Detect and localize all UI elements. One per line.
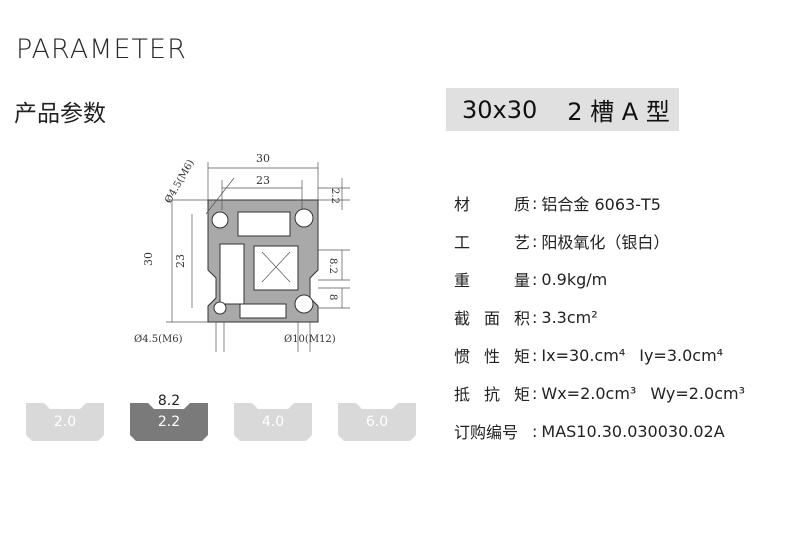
spec-separator: : xyxy=(532,345,538,365)
spec-row-weight: 重量 : 0.9kg/m xyxy=(454,260,745,298)
spec-separator: : xyxy=(532,193,538,213)
spec-row-order-code: 订购编号 : MAS10.30.030030.02A xyxy=(454,412,745,450)
slot-top-value: 10.2 xyxy=(361,393,393,409)
hole-top-left xyxy=(211,211,229,229)
hole-top-right xyxy=(294,208,314,228)
spec-label: 订购编号 xyxy=(454,423,519,442)
slot-bottom-value: 6.0 xyxy=(365,414,389,430)
spec-row-modulus: 抵抗矩 : Wx=2.0cm³ Wy=2.0cm³ xyxy=(454,374,745,412)
slot-shape xyxy=(338,403,416,441)
spec-row-area: 截面积 : 3.3cm² xyxy=(454,298,745,336)
dim-height-inner: 23 xyxy=(174,254,187,268)
spec-label: 工艺 xyxy=(454,233,530,252)
page-heading: PARAMETER xyxy=(16,34,187,65)
profile-diagram: 30 23 2.2 30 23 8.2 8 Ø4.5(M6) Ø4.5(M6) … xyxy=(126,148,366,358)
slot-option: 6.2 2.0 xyxy=(26,393,104,441)
hole-bottom-right xyxy=(294,294,314,314)
slot-top-value: 10.2 xyxy=(257,393,289,409)
spec-row-material: 材质 : 铝合金 6063-T5 xyxy=(454,184,745,222)
dim-width-outer: 30 xyxy=(256,152,270,165)
spec-label: 重量 xyxy=(454,271,530,290)
spec-row-inertia: 惯性矩 : Ix=30.cm⁴ Iy=3.0cm⁴ xyxy=(454,336,745,374)
spec-label: 抵抗矩 xyxy=(454,385,530,404)
dim-top-gap: 2.2 xyxy=(329,188,340,204)
spec-value: Wx=2.0cm³ xyxy=(541,383,637,403)
slot-bottom-value: 4.0 xyxy=(261,414,285,430)
slot-top-value: 8.2 xyxy=(157,393,181,409)
note-hole-bottom: Ø4.5(M6) xyxy=(134,334,183,345)
slot-shape xyxy=(26,403,104,441)
spec-value: Ix=30.cm⁴ xyxy=(541,345,626,365)
dim-height-outer: 30 xyxy=(142,252,155,266)
slot-option: 10.2 4.0 xyxy=(234,393,312,441)
spec-value: MAS10.30.030030.02A xyxy=(541,421,725,441)
spec-value: 阳极氧化（银白） xyxy=(541,233,670,252)
slot-option: 10.2 6.0 xyxy=(338,393,416,441)
spec-separator: : xyxy=(532,269,538,289)
page-subheading: 产品参数 xyxy=(14,101,106,127)
spec-separator: : xyxy=(532,231,538,251)
spec-value: 3.3cm² xyxy=(541,307,598,327)
spec-value-secondary: Wy=2.0cm³ xyxy=(650,383,745,403)
model-slot-type: 2 槽 A 型 xyxy=(567,98,670,126)
spec-list: 材质 : 铝合金 6063-T5 工艺 : 阳极氧化（银白） 重量 : 0.9k… xyxy=(454,184,745,450)
spec-separator: : xyxy=(532,383,538,403)
slot-shape xyxy=(130,403,208,441)
model-banner: 30x30 2 槽 A 型 xyxy=(446,88,679,131)
slot-option: 8.2 2.2 xyxy=(130,393,208,441)
spec-value: 铝合金 6063-T5 xyxy=(541,195,661,214)
note-hole-diagonal: Ø4.5(M6) xyxy=(163,158,197,206)
spec-value: 0.9kg/m xyxy=(541,269,608,289)
hole-bottom-left xyxy=(213,301,227,315)
slot-top-value: 6.2 xyxy=(53,393,77,409)
dim-width-inner: 23 xyxy=(256,174,270,187)
profile-drawing: 30 23 2.2 30 23 8.2 8 Ø4.5(M6) Ø4.5(M6) … xyxy=(134,152,350,352)
spec-value-secondary: Iy=3.0cm⁴ xyxy=(639,345,724,365)
slot-bottom-value: 2.2 xyxy=(157,414,181,430)
spec-label: 材质 xyxy=(454,195,530,214)
slot-shape xyxy=(234,403,312,441)
slot-options: 6.2 2.0 8.2 2.2 10.2 4.0 10.2 6.0 xyxy=(26,393,426,445)
spec-separator: : xyxy=(532,421,538,441)
slot-bottom-value: 2.0 xyxy=(53,414,77,430)
dim-slot-width: 8.2 xyxy=(327,258,338,274)
spec-label: 惯性矩 xyxy=(454,347,530,366)
spec-row-process: 工艺 : 阳极氧化（银白） xyxy=(454,222,745,260)
dim-slot-depth: 8 xyxy=(327,294,338,300)
model-size: 30x30 xyxy=(462,95,538,124)
note-center-hole: Ø10(M12) xyxy=(284,334,336,345)
spec-label: 截面积 xyxy=(454,309,530,328)
spec-separator: : xyxy=(532,307,538,327)
